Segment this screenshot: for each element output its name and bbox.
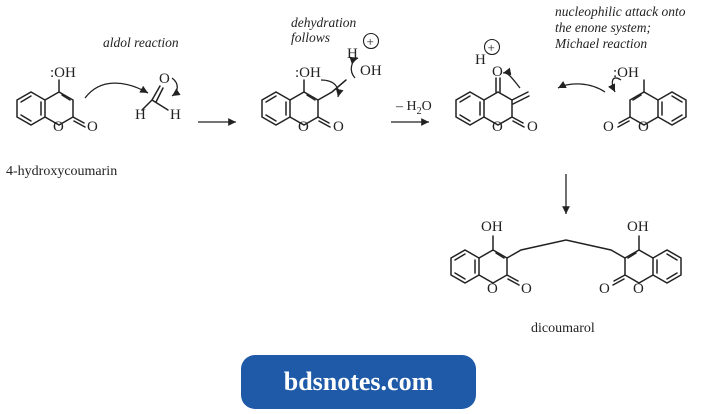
formaldehyde-h-left: H xyxy=(135,107,146,123)
caption-nucleophilic-3: Michael reaction xyxy=(554,36,647,51)
oh-label: :OH xyxy=(50,65,76,81)
molecule-formaldehyde xyxy=(141,85,169,111)
formaldehyde-oxygen: O xyxy=(159,71,170,87)
caption-nucleophilic-2: the enone system; xyxy=(555,20,651,35)
curved-arrow-protonation xyxy=(349,56,359,79)
dicoumarol-ring-oxygen-left: O xyxy=(487,281,498,297)
dicoumarol-oh-left: OH xyxy=(481,219,503,235)
reactant-name: 4-hydroxycoumarin xyxy=(6,164,117,179)
dicoumarol-oh-right: OH xyxy=(627,219,649,235)
enone-carbonyl-oxygen: O xyxy=(527,119,538,135)
enone-proton-h: H xyxy=(475,52,486,68)
intermediate-ring-oxygen: O xyxy=(298,119,309,135)
curved-arrow-lonepair xyxy=(608,77,622,93)
brand-badge[interactable]: bdsnotes.com xyxy=(241,355,476,409)
proton-h: H xyxy=(347,46,358,62)
curved-arrow-carbonyl xyxy=(171,77,181,97)
positive-charge-icon xyxy=(362,32,380,50)
product-name: dicoumarol xyxy=(531,321,595,336)
curved-arrow-enone xyxy=(502,67,521,89)
carbonyl-oxygen-label: O xyxy=(87,119,98,135)
intermediate-oh-label: :OH xyxy=(295,65,321,81)
molecule-enone xyxy=(455,77,530,128)
brand-label: bdsnotes.com xyxy=(283,367,434,396)
nucleophile-ring-oxygen: O xyxy=(638,119,649,135)
caption-dehydration-1: dehydration xyxy=(291,15,356,30)
enone-ring-oxygen: O xyxy=(492,119,503,135)
enone-carbonyl-oxygen-top: O xyxy=(492,64,503,80)
nucleophile-oh-label: :OH xyxy=(613,65,639,81)
curved-arrow-aldol xyxy=(84,82,149,99)
molecule-nucleophile xyxy=(617,79,687,128)
dicoumarol-carbonyl-oxygen-right: O xyxy=(599,281,610,297)
plus-sign: + xyxy=(367,34,374,49)
dicoumarol-ring-oxygen-right: O xyxy=(633,281,644,297)
curved-arrow-michael xyxy=(557,81,606,93)
formaldehyde-h-right: H xyxy=(170,107,181,123)
dicoumarol-carbonyl-oxygen-left: O xyxy=(521,281,532,297)
water-loss-label: – H2O xyxy=(395,99,432,117)
intermediate-carbonyl-oxygen: O xyxy=(333,119,344,135)
curved-arrow-enol xyxy=(320,79,344,98)
nucleophile-carbonyl-oxygen: O xyxy=(603,119,614,135)
positive-charge-icon-2 xyxy=(483,38,501,56)
caption-aldol: aldol reaction xyxy=(103,35,179,50)
molecule-4-hydroxycoumarin xyxy=(16,79,86,128)
intermediate-ch2oh-label: OH xyxy=(360,63,382,79)
molecule-hydroxymethyl-intermediate xyxy=(261,79,347,128)
caption-nucleophilic-1: nucleophilic attack onto xyxy=(555,4,686,19)
molecule-dicoumarol xyxy=(450,235,682,286)
caption-dehydration-2: follows xyxy=(291,30,330,45)
ring-oxygen-label: O xyxy=(53,119,64,135)
plus-sign-2: + xyxy=(488,40,495,55)
